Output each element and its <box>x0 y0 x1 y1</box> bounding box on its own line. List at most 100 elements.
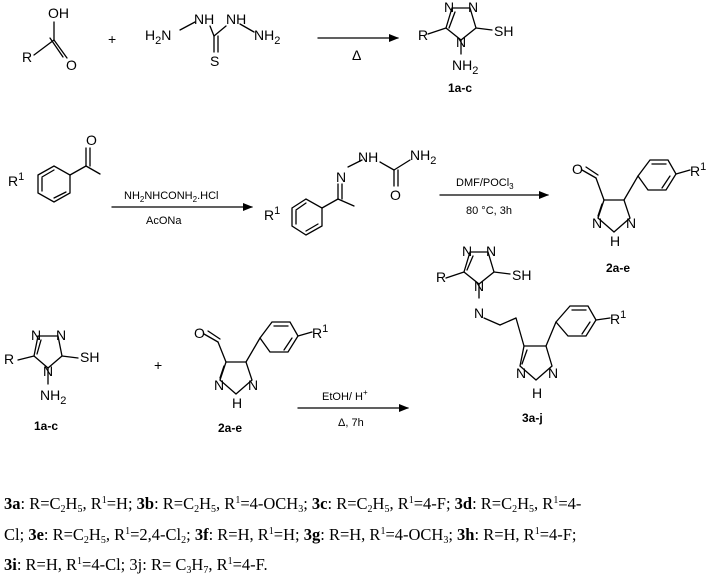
tcz-nh-label-2: NH <box>226 11 246 27</box>
legend-text: =H; <box>273 524 304 544</box>
subscript: 2 <box>60 504 66 515</box>
legend-line-1: 3a: R=C2H5, R1=H; 3b: R=C2H5, R1=4-OCH3;… <box>4 489 706 520</box>
legend-text: : R=H, R <box>320 524 381 544</box>
triazole-reactant-structure <box>17 335 79 385</box>
triazole-nh2-label-2: NH2 <box>40 387 66 407</box>
legend-text: : R=H, R <box>16 555 78 574</box>
superscript: 1 <box>101 495 107 506</box>
subscript: 5 <box>211 504 217 515</box>
acetophenone-structure <box>37 147 101 203</box>
legend-text: , R <box>105 524 126 544</box>
compound-label-1a-c-2: 1a-c <box>34 419 58 433</box>
subscript: 5 <box>384 504 390 515</box>
condition-80c-3h: 80 °C, 3h <box>466 205 512 217</box>
superscript: 1 <box>408 495 414 506</box>
tcz-s-label: S <box>210 53 219 69</box>
acetophenone-r1-label: R1 <box>8 171 24 189</box>
subscript: 3 <box>186 565 192 576</box>
substituent-legend: 3a: R=C2H5, R1=H; 3b: R=C2H5, R1=4-OCH3;… <box>4 489 706 581</box>
compound-label-1a-c: 1a-c <box>448 81 472 95</box>
legend-line-3: 3i: R=H, R1=4-Cl; 3j: R= C3H7, R1=4-F. <box>4 550 706 581</box>
subscript: 5 <box>77 504 83 515</box>
triazole-n2-label: N <box>468 0 478 15</box>
tcz-nh2-label: NH2 <box>254 27 280 47</box>
condition-etoh-acid: EtOH/ H+ <box>322 388 368 403</box>
legend-text: , R <box>534 494 554 513</box>
compound-id: 3e <box>28 524 44 544</box>
legend-text: =4-F; <box>539 524 577 544</box>
semicarbazone-structure <box>291 159 411 236</box>
compound-id: 3c <box>311 494 328 513</box>
pyrazole-aldehyde-o-label-2: O <box>194 325 205 341</box>
legend-text: : R=C <box>154 494 195 513</box>
legend-text: H <box>199 494 212 513</box>
triazole-n4-label: N <box>456 34 466 50</box>
reagent-vilsmeier: DMF/POCl3 <box>456 177 514 191</box>
legend-text: =4-F. <box>232 555 268 574</box>
superscript: 1 <box>235 495 241 506</box>
legend-text: =4-Cl; 3j: R= C <box>82 555 187 574</box>
legend-text: =4- <box>558 494 582 513</box>
superscript: 1 <box>77 556 83 567</box>
compound-id: 3a <box>4 494 21 513</box>
legend-text: : R=C <box>472 494 513 513</box>
legend-text: H <box>88 524 101 544</box>
legend-text: : R=C <box>43 524 84 544</box>
triazole-sh-label: SH <box>494 23 513 39</box>
superscript: 1 <box>268 525 274 537</box>
pyrazole-h-label-2: H <box>232 395 242 411</box>
product-triazole-n2-label: N <box>486 243 496 259</box>
compound-id: 3f <box>194 524 209 544</box>
legend-text: =4-OCH <box>240 494 299 513</box>
legend-text: , R <box>389 494 409 513</box>
acid-o-label: O <box>66 57 77 73</box>
legend-line-2: Cl; 3e: R=C2H5, R1=2,4-Cl2; 3f: R=H, R1=… <box>4 520 706 551</box>
legend-text: , R <box>208 555 228 574</box>
triazole-n4-label-2: N <box>43 363 53 379</box>
compound-label-2a-e-2: 2a-e <box>218 421 242 435</box>
condition-heat-7h: Δ, 7h <box>338 417 364 429</box>
triazole-n2-label-2: N <box>56 327 66 343</box>
superscript: 1 <box>534 525 540 537</box>
legend-text: =H; <box>106 494 137 513</box>
compound-id: 3g <box>303 524 321 544</box>
legend-text: H <box>517 494 530 513</box>
triazole-1a-c-structure <box>427 7 493 55</box>
compound-id: 3h <box>457 524 475 544</box>
triazole-r-label-2: R <box>4 351 14 367</box>
legend-text: : R=H, R <box>208 524 269 544</box>
reagent-semicarbazide: NH2NHCONH2.HCl <box>124 190 218 204</box>
triazole-r-label: R <box>418 27 428 43</box>
subscript: 2 <box>194 504 200 515</box>
subscript: 5 <box>529 504 535 515</box>
legend-text: H <box>191 555 204 574</box>
product-pyrazole-h-label: H <box>532 385 542 401</box>
product-sh-label: SH <box>512 267 531 283</box>
legend-text: H <box>372 494 385 513</box>
triazole-n1-label: N <box>444 0 454 15</box>
subscript: 7 <box>203 565 209 576</box>
legend-text: ; <box>303 494 312 513</box>
pyrazole-h-label: H <box>610 233 620 249</box>
subscript: 2 <box>512 504 518 515</box>
carboxylic-acid-structure <box>33 21 68 59</box>
pyrazole-n2-label-2: N <box>248 377 258 393</box>
legend-text: , R <box>82 494 102 513</box>
compound-id: 3i <box>4 555 17 574</box>
semicarbazone-r1-label: R1 <box>264 205 280 223</box>
reagent-acona: AcONa <box>146 215 182 227</box>
legend-text: =2,4-Cl <box>130 524 182 544</box>
product-3a-j-structure <box>445 251 611 381</box>
semicarbazone-nh2-label: NH2 <box>410 147 436 167</box>
compound-label-3a-j: 3a-j <box>522 411 543 425</box>
product-r1-label: R1 <box>610 309 626 327</box>
semicarbazone-n-label: N <box>336 169 346 185</box>
compound-id: 3d <box>454 494 473 513</box>
subscript: 2 <box>181 534 187 546</box>
triazole-sh-label-2: SH <box>80 349 99 365</box>
tcz-nh-label-1: NH <box>194 11 214 27</box>
legend-text: H <box>65 494 78 513</box>
legend-text: : R=H, R <box>474 524 535 544</box>
product-imine-n-label: N <box>474 305 484 321</box>
pyrazole-n1-label-2: N <box>214 377 224 393</box>
